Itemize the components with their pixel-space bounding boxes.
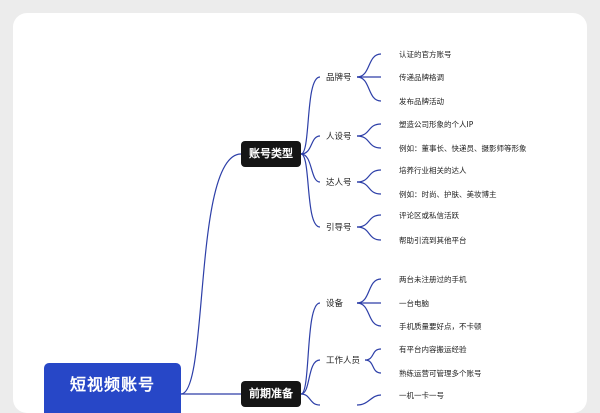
sub-guide-account[interactable]: 引导号 <box>326 223 352 233</box>
leaf-equipment-1[interactable]: 两台未注册过的手机 <box>399 275 467 284</box>
leaf-sim-1[interactable]: 一机一卡一号 <box>399 391 444 400</box>
root-node[interactable]: 短视频账号 <box>44 363 181 413</box>
category-preparation[interactable]: 前期准备 <box>241 381 301 407</box>
category-account-types[interactable]: 账号类型 <box>241 141 301 167</box>
leaf-staff-1[interactable]: 有平台内容搬运经验 <box>399 345 467 354</box>
leaf-influencer-1[interactable]: 培养行业相关的达人 <box>399 166 467 175</box>
link-cat1-sub4 <box>300 153 321 228</box>
leaf-persona-2[interactable]: 例如：董事长、快递员、摄影师等形象 <box>399 144 527 153</box>
mindmap-card: 短视频账号 账号类型 前期准备 品牌号 人设号 达人号 引导号 认证的官方账号 … <box>13 13 587 413</box>
leaf-persona-1[interactable]: 塑造公司形象的个人IP <box>399 120 474 129</box>
sub-equipment[interactable]: 设备 <box>326 299 344 309</box>
sub-persona-account[interactable]: 人设号 <box>326 132 352 142</box>
leaf-equipment-3[interactable]: 手机质量要好点，不卡顿 <box>399 322 482 331</box>
link-cat1-sub3 <box>300 153 321 183</box>
leaf-brand-1[interactable]: 认证的官方账号 <box>399 50 452 59</box>
link-root-cat1 <box>180 153 242 395</box>
leaf-guide-2[interactable]: 帮助引流到其他平台 <box>399 236 467 245</box>
link-cat1-sub1 <box>300 76 321 155</box>
leaf-guide-1[interactable]: 评论区或私信活跃 <box>399 211 459 220</box>
sub-influencer-account[interactable]: 达人号 <box>326 178 352 188</box>
link-cat1-sub2 <box>300 135 321 155</box>
leaf-staff-2[interactable]: 熟练运营可管理多个账号 <box>399 369 482 378</box>
leaf-brand-3[interactable]: 发布品牌活动 <box>399 97 444 106</box>
leaf-equipment-2[interactable]: 一台电脑 <box>399 299 429 308</box>
sub-brand-account[interactable]: 品牌号 <box>326 73 352 83</box>
link-cat2-sub1 <box>300 302 321 395</box>
leaf-brand-2[interactable]: 传递品牌格调 <box>399 73 444 82</box>
link-cat2-sub2 <box>300 359 321 395</box>
sub-staff[interactable]: 工作人员 <box>326 356 361 366</box>
connector-lines <box>180 53 382 406</box>
leaf-influencer-2[interactable]: 例如：时尚、护肤、美妆博主 <box>399 190 497 199</box>
